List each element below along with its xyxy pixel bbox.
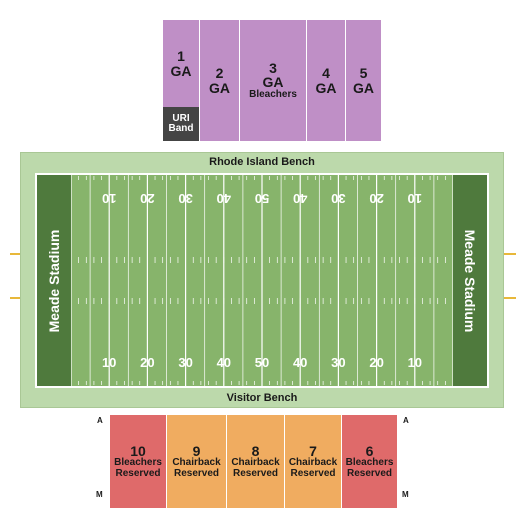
section-label: GA — [353, 79, 374, 96]
yard-number-top: 20 — [369, 191, 383, 206]
section-label: GA — [209, 79, 230, 96]
section-number: 3 — [269, 59, 277, 76]
section-label-line2: Reserved — [232, 467, 279, 479]
section-label-line1: Bleachers — [345, 457, 394, 469]
section-label-line1: Bleachers — [114, 457, 162, 469]
yard-number-top: 20 — [140, 191, 154, 206]
yard-number-bottom: 50 — [255, 355, 269, 370]
yard-number-bottom: 40 — [293, 355, 307, 370]
yard-number-bottom: 30 — [331, 355, 345, 370]
section-number: 10 — [130, 442, 146, 459]
section-3[interactable]: 3 GA Bleachers — [240, 20, 306, 141]
yard-number-top: 10 — [408, 191, 422, 206]
end-zone-label: Meade Stadium — [46, 229, 62, 332]
section-number: 6 — [365, 442, 374, 459]
yard-number-bottom: 10 — [102, 355, 116, 370]
section-number: 2 — [215, 64, 224, 81]
yard-number-bottom: 30 — [178, 355, 192, 370]
section-8[interactable]: 8 Chairback Reserved — [227, 415, 284, 508]
section-sub-label: Bleachers — [249, 88, 297, 100]
section-number: 4 — [322, 64, 330, 81]
yard-number-bottom: 40 — [217, 355, 231, 370]
yard-number-top: 10 — [102, 191, 116, 206]
section-number: 7 — [309, 442, 317, 459]
section-5[interactable]: 5 GA — [346, 20, 381, 141]
yard-number-top: 30 — [178, 191, 192, 206]
section-number: 9 — [192, 442, 201, 459]
section-label: GA — [262, 74, 284, 91]
yard-number-bottom: 20 — [369, 355, 383, 370]
section-label-line2: Reserved — [173, 467, 220, 479]
section-1[interactable]: 1 GA — [163, 20, 199, 107]
uri-band-section[interactable]: URI Band — [163, 107, 199, 141]
band-label-line1: URI — [172, 112, 190, 124]
section-2[interactable]: 2 GA — [200, 20, 239, 141]
section-label-line2: Reserved — [290, 467, 336, 479]
section-10[interactable]: 10 Bleachers Reserved — [110, 415, 166, 508]
section-4[interactable]: 4 GA — [307, 20, 345, 141]
section-number: 8 — [251, 442, 260, 459]
yard-number-top: 50 — [255, 191, 269, 206]
section-label-line1: Chairback — [172, 457, 221, 469]
yard-number-bottom: 20 — [140, 355, 154, 370]
section-label: GA — [170, 62, 192, 79]
visitor-bench-label: Visitor Bench — [226, 392, 298, 404]
section-label-line2: Reserved — [346, 467, 393, 479]
section-9[interactable]: 9 Chairback Reserved — [167, 415, 226, 508]
left-end-zone: Meade Stadium — [37, 175, 71, 386]
yard-number-top: 30 — [331, 191, 345, 206]
section-number: 5 — [359, 64, 368, 81]
section-number: 1 — [177, 47, 185, 64]
end-zone-label: Meade Stadium — [462, 229, 478, 332]
row-marker-start-left: A — [97, 416, 103, 425]
yard-number-top: 40 — [293, 191, 307, 206]
row-marker-end-right: M — [402, 490, 409, 499]
row-marker-end-left: M — [96, 490, 103, 499]
section-6[interactable]: 6 Bleachers Reserved — [342, 415, 397, 508]
section-7[interactable]: 7 Chairback Reserved — [285, 415, 341, 508]
right-end-zone: Meade Stadium — [453, 175, 487, 386]
section-label-line1: Chairback — [231, 457, 280, 469]
rhode-island-bench-label: Rhode Island Bench — [209, 156, 315, 168]
yard-number-bottom: 10 — [408, 355, 422, 370]
band-label-line2: Band — [168, 123, 194, 134]
section-label-line1: Chairback — [288, 457, 338, 469]
row-marker-start-right: A — [403, 416, 409, 425]
playing-field[interactable]: 10 20 30 40 50 40 30 20 10 10 20 30 40 50 40 30 20 10 — [37, 175, 487, 386]
yard-number-top: 40 — [217, 191, 231, 206]
section-label-line2: Reserved — [115, 467, 161, 479]
section-label: GA — [315, 79, 337, 96]
